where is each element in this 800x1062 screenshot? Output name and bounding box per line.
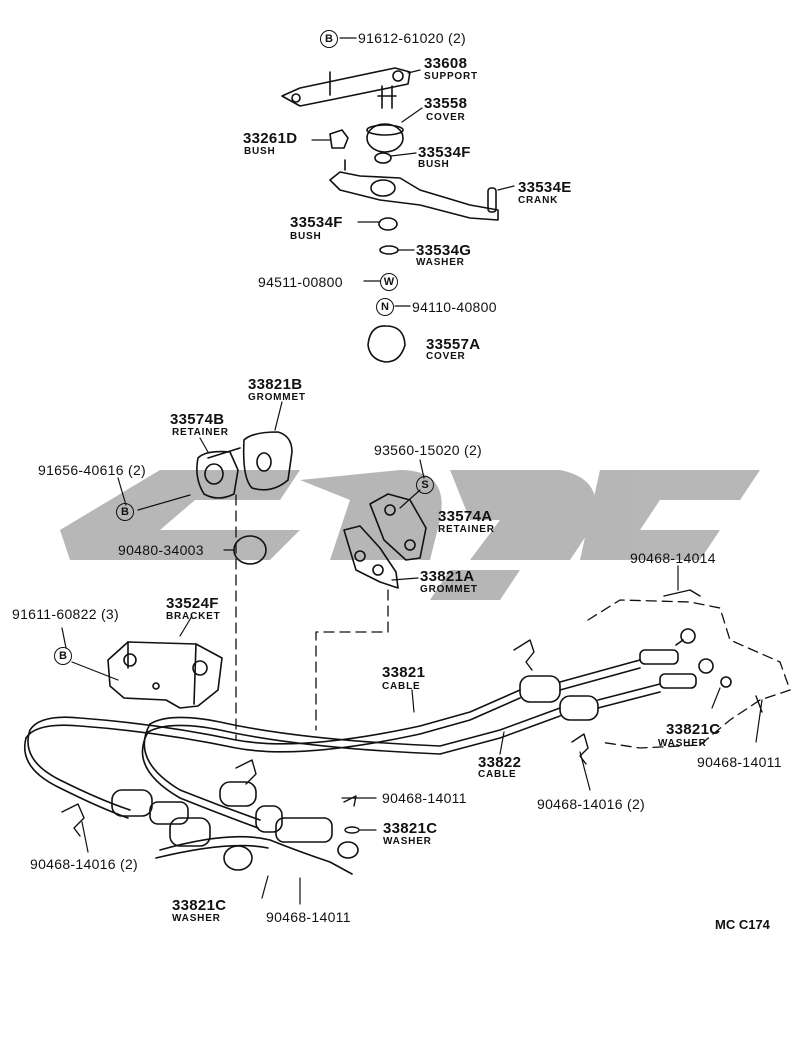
support-arm-drawing [281,67,411,109]
part-label-91611-60822[interactable]: 91611-60822 (3) [12,606,119,622]
part-label-90468-14014[interactable]: 90468-14014 [630,550,716,566]
leader-lines-middle [61,401,763,905]
part-label-91612-61020[interactable]: 91612-61020 (2) [358,30,467,46]
part-label-33534G[interactable]: 33534G [416,242,472,259]
part-name-bush: BUSH [244,146,276,157]
part-label-33821C-left[interactable]: 33821C [172,897,227,914]
part-label-33608[interactable]: 33608 [424,55,468,72]
screw-symbol-icon: S [416,476,434,494]
part-name-bracket: BRACKET [166,611,221,622]
diagram-code: MC C174 [715,917,770,932]
part-label-94511-00800[interactable]: 94511-00800 [258,274,343,290]
grommet-left-drawing [196,431,293,499]
part-name-support: SUPPORT [424,71,478,82]
part-label-91656-40616[interactable]: 91656-40616 (2) [38,462,147,478]
bush-lower-drawing [378,217,398,231]
bolt-symbol-icon: B [54,647,72,665]
part-label-90468-14011-right[interactable]: 90468-14011 [697,754,782,770]
part-label-93560-15020[interactable]: 93560-15020 (2) [374,442,483,458]
part-label-90480-34003[interactable]: 90480-34003 [118,542,204,558]
part-name-cover: COVER [426,112,466,123]
watermark-logo [60,470,760,600]
part-name-crank: CRANK [518,195,559,206]
part-name-washer-middle: WASHER [383,836,432,847]
part-name-bush-lower: BUSH [290,231,322,242]
part-name-washer-left: WASHER [172,913,221,924]
part-label-33534E[interactable]: 33534E [518,179,572,196]
part-name-bush-upper: BUSH [418,159,450,170]
bolt-symbol-icon: B [320,30,338,48]
clips-drawing [61,589,763,837]
part-label-33821B[interactable]: 33821B [248,376,303,393]
part-name-retainer: RETAINER [172,427,229,438]
part-name-cable: CABLE [382,681,421,692]
part-label-33574B[interactable]: 33574B [170,411,225,428]
part-label-90468-14016-right[interactable]: 90468-14016 (2) [537,796,646,812]
part-label-90468-14016-left[interactable]: 90468-14016 (2) [30,856,139,872]
washer-symbol-icon: W [380,273,398,291]
bush-drawing [329,129,392,164]
bolt-symbol-icon: B [116,503,134,521]
part-name-cable-2: CABLE [478,769,517,780]
part-name-cover-lower: COVER [426,351,466,362]
part-label-33821A[interactable]: 33821A [420,568,475,585]
part-label-33261D[interactable]: 33261D [243,130,298,147]
part-label-33822[interactable]: 33822 [478,754,522,771]
part-label-90468-14011-middle[interactable]: 90468-14011 [382,790,467,806]
part-label-33524F[interactable]: 33524F [166,595,219,612]
part-label-33821C-right[interactable]: 33821C [666,721,721,738]
part-label-33821C-middle[interactable]: 33821C [383,820,438,837]
washer-drawing [379,245,399,255]
part-name-retainer-a: RETAINER [438,524,495,535]
bracket-drawing [107,641,223,709]
part-label-33574A[interactable]: 33574A [438,508,493,525]
crank-drawing [329,159,499,221]
leader-lines-top [311,37,515,307]
part-label-90468-14011-left[interactable]: 90468-14011 [266,909,351,925]
part-name-grommet: GROMMET [248,392,306,403]
cover-lower-drawing [367,325,406,363]
dashed-lines [235,494,791,749]
part-name-grommet-a: GROMMET [420,584,478,595]
part-label-33557A[interactable]: 33557A [426,336,481,353]
nut-symbol-icon: N [376,298,394,316]
part-label-33534F-upper[interactable]: 33534F [418,144,471,161]
part-label-33534F-lower[interactable]: 33534F [290,214,343,231]
cover-drawing [366,123,404,153]
part-label-94110-40800[interactable]: 94110-40800 [412,299,497,315]
part-label-33558[interactable]: 33558 [424,95,468,112]
part-label-33821[interactable]: 33821 [382,664,426,681]
part-name-washer: WASHER [416,257,465,268]
cables-drawing [24,628,732,875]
part-name-washer-right: WASHER [658,738,707,749]
